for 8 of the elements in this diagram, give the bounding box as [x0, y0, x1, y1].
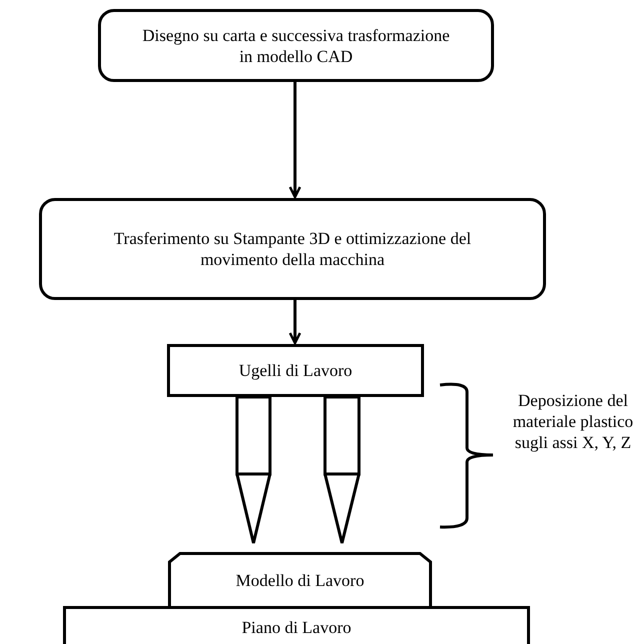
model-block: Modello di Lavoro	[168, 552, 432, 608]
nozzle-head-box: Ugelli di Lavoro	[167, 344, 424, 397]
arrow	[288, 82, 302, 198]
process-box: Trasferimento su Stampante 3D e ottimizzazione del movimento della macchina	[39, 198, 546, 300]
process-box: Disegno su carta e successiva trasformazione in modello CAD	[98, 9, 494, 82]
arrow	[288, 300, 302, 344]
build-plate-box: Piano di Lavoro	[63, 606, 530, 644]
annotation-text: Deposizione del materiale plastico sugli assi X, Y, Z	[512, 390, 634, 453]
